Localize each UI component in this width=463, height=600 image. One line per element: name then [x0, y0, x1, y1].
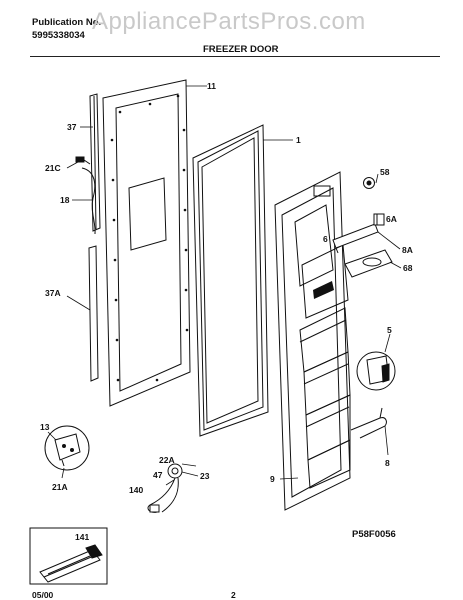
- callout-18: 18: [60, 195, 70, 205]
- callout-11: 11: [207, 81, 216, 91]
- door-bin: [344, 249, 393, 278]
- callout-6: 6: [323, 234, 328, 244]
- publication-label: Publication No.: [32, 17, 102, 28]
- watermark: AppliancePartsPros.com: [92, 8, 366, 35]
- callout-6a: 6A: [386, 214, 397, 224]
- page-number: 2: [231, 590, 236, 600]
- clip-part: [363, 177, 375, 189]
- lower-handle-strip: [88, 245, 99, 382]
- callout-58: 58: [380, 167, 390, 177]
- publication-number: 5995338034: [32, 30, 85, 41]
- section-title: FREEZER DOOR: [203, 44, 279, 55]
- hinge-detail-circle: [44, 425, 90, 471]
- callout-1: 1: [296, 135, 301, 145]
- handle-8: [350, 407, 387, 439]
- callout-5: 5: [387, 325, 392, 335]
- header-rule: [30, 56, 440, 57]
- callout-141: 141: [75, 532, 89, 542]
- detail-box-141: [29, 527, 108, 585]
- harness-detail: [147, 463, 183, 513]
- bracket-5: [356, 351, 396, 391]
- callout-8a: 8A: [402, 245, 413, 255]
- callout-37: 37: [67, 122, 77, 132]
- figure-code: P58F0056: [352, 529, 396, 540]
- callout-21a: 21A: [52, 482, 68, 492]
- callout-9: 9: [270, 474, 275, 484]
- handle-strip: [89, 93, 101, 232]
- callout-68: 68: [403, 263, 413, 273]
- outer-door-panel: [102, 79, 191, 407]
- callout-22a: 22A: [159, 455, 175, 465]
- callout-13: 13: [40, 422, 50, 432]
- footer-date: 05/00: [32, 590, 54, 600]
- callout-8: 8: [385, 458, 390, 468]
- callout-23: 23: [200, 471, 210, 481]
- callout-140: 140: [129, 485, 143, 495]
- callout-37a: 37A: [45, 288, 61, 298]
- wire-harness: [81, 167, 96, 235]
- inner-door-liner: [274, 171, 351, 511]
- leader-lines: [47, 85, 402, 486]
- retainer-part: [373, 213, 385, 226]
- callout-21c: 21C: [45, 163, 61, 173]
- callout-47: 47: [153, 470, 163, 480]
- door-gasket: [192, 124, 269, 437]
- screw-21c: [75, 156, 91, 165]
